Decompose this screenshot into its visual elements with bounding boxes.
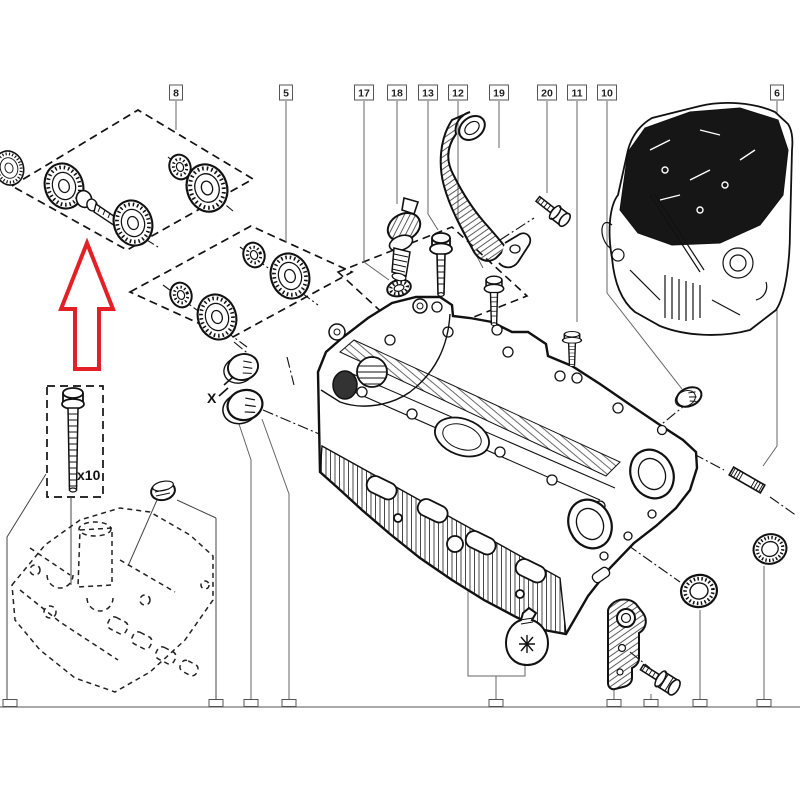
reference-enclosure-lines xyxy=(6,473,217,699)
tensioner-arm-part-19 xyxy=(439,111,532,269)
red-up-arrow xyxy=(58,237,116,371)
kit-box-5-dashed-outline xyxy=(128,225,354,339)
seal-ring-part xyxy=(748,528,792,570)
dark-cap xyxy=(332,370,358,400)
plug-position-label: X xyxy=(207,390,217,406)
seal-ring-part xyxy=(676,570,722,612)
dimension-ticks xyxy=(218,376,234,397)
engine-top-highlights xyxy=(649,129,756,214)
cup-plug-icon xyxy=(217,384,268,429)
callout-18[interactable]: 18 xyxy=(387,84,407,101)
cylinder-head-main xyxy=(316,295,699,636)
cylinder-head-bolt-x10 xyxy=(61,387,85,493)
bolt-quantity-label: x10 xyxy=(77,467,101,483)
stud-part xyxy=(728,466,766,494)
callout-5[interactable]: 5 xyxy=(279,84,293,101)
callout-20-label: 20 xyxy=(541,88,553,100)
callout-10[interactable]: 10 xyxy=(597,84,617,101)
side-face-holes xyxy=(591,509,657,584)
cup-plug-part-10 xyxy=(674,386,703,408)
bolt-part-12 xyxy=(483,275,505,327)
callout-20[interactable]: 20 xyxy=(537,84,557,101)
bolt-part-20 xyxy=(534,195,571,228)
callout-6[interactable]: 6 xyxy=(770,84,784,101)
callout-13[interactable]: 13 xyxy=(418,84,438,101)
callout-8[interactable]: 8 xyxy=(169,84,183,101)
callout-17[interactable]: 17 xyxy=(354,84,374,101)
callout-19-label: 19 xyxy=(493,88,505,100)
bolt-part-11 xyxy=(561,330,583,368)
callout-6-label: 6 xyxy=(774,88,780,100)
cup-plug-pair-x xyxy=(217,349,268,429)
callout-12[interactable]: 12 xyxy=(448,84,468,101)
callout-18-label: 18 xyxy=(391,88,403,100)
engine-dark-top xyxy=(619,107,789,246)
engine-block-details xyxy=(601,192,768,321)
camshaft-sprocket-icon xyxy=(262,246,318,306)
bracket-bolt-part xyxy=(639,663,681,696)
camshaft-bores xyxy=(567,448,675,550)
engine-assembly xyxy=(601,101,794,336)
cam-rail-strip xyxy=(339,339,621,477)
kit-box-8-dashed-outline xyxy=(10,109,255,251)
callout-5-label: 5 xyxy=(283,88,289,100)
pouch-star xyxy=(519,635,535,653)
ghost-cylinder-head xyxy=(11,507,214,693)
lifting-bracket-part xyxy=(607,598,647,691)
callout-10-label: 10 xyxy=(601,88,613,100)
sealant-pouch-part xyxy=(504,606,550,667)
callout-leader-lines xyxy=(175,101,778,699)
bolt-part-13 xyxy=(429,232,453,298)
lock-washer-part-17 xyxy=(386,278,412,298)
callout-17-label: 17 xyxy=(358,88,370,100)
callout-13-label: 13 xyxy=(422,88,434,100)
callout-19[interactable]: 19 xyxy=(489,84,509,101)
timing-gear-kit-5 xyxy=(165,238,318,347)
exhaust-ports xyxy=(365,475,547,599)
timing-gear-kit-8 xyxy=(0,145,236,253)
bottom-reference-boxes xyxy=(2,699,772,707)
callout-12-label: 12 xyxy=(452,88,464,100)
edge-gear-icon xyxy=(0,145,30,191)
callout-11[interactable]: 11 xyxy=(567,84,587,101)
bolt-kit-box-x10-dashed-outline xyxy=(46,385,104,498)
cam-cover-hump xyxy=(434,416,490,458)
cup-plug-icon xyxy=(219,349,263,388)
oil-cap-part xyxy=(150,480,176,502)
position-sensor-part-18 xyxy=(386,196,422,282)
front-cover-edge xyxy=(320,313,451,407)
callout-8-label: 8 xyxy=(173,88,179,100)
callout-11-label: 11 xyxy=(571,88,582,100)
hub-spacer-icon xyxy=(238,238,270,272)
